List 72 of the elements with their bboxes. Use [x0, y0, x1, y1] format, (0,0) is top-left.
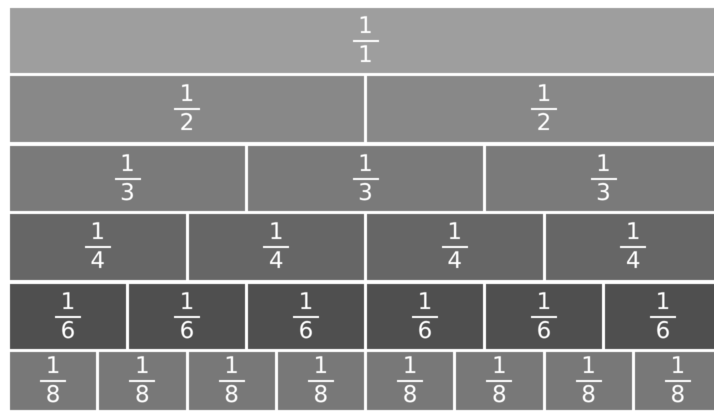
fraction-tile — [486, 284, 602, 349]
numerator: 1 — [314, 354, 328, 379]
denominator: 8 — [492, 383, 507, 408]
denominator: 6 — [536, 318, 552, 344]
numerator: 1 — [358, 14, 373, 38]
denominator: 6 — [418, 318, 432, 344]
fraction-tile — [367, 284, 483, 349]
denominator: 4 — [90, 249, 106, 274]
denominator: 2 — [180, 111, 194, 136]
fraction-tile — [10, 76, 364, 142]
numerator: 1 — [670, 354, 686, 379]
fraction-tile — [10, 146, 245, 211]
fraction-tile — [248, 284, 364, 349]
denominator: 8 — [314, 383, 328, 408]
numerator: 1 — [180, 290, 194, 314]
fraction-tile — [10, 8, 714, 73]
numerator: 1 — [268, 220, 284, 245]
fraction-tile — [10, 352, 96, 410]
fraction-tile — [634, 352, 714, 410]
denominator: 6 — [60, 318, 76, 344]
fraction-tile — [188, 214, 364, 280]
fraction-tile — [546, 214, 714, 280]
denominator: 6 — [656, 318, 670, 344]
denominator: 6 — [180, 318, 194, 344]
numerator: 1 — [626, 220, 641, 245]
denominator: 8 — [224, 383, 239, 408]
numerator: 1 — [180, 82, 194, 107]
numerator: 1 — [90, 220, 106, 245]
fraction-tile — [486, 146, 714, 211]
fraction-tile — [10, 214, 186, 280]
denominator: 3 — [596, 180, 611, 206]
numerator: 1 — [298, 290, 314, 314]
denominator: 1 — [358, 42, 373, 68]
numerator: 1 — [418, 290, 432, 314]
fraction-tile — [367, 214, 542, 280]
fraction-tile — [129, 284, 245, 349]
denominator: 8 — [670, 383, 686, 408]
denominator: 6 — [298, 318, 314, 344]
fraction-tile — [188, 352, 275, 410]
numerator: 1 — [120, 152, 135, 176]
numerator: 1 — [492, 354, 507, 379]
numerator: 1 — [447, 220, 462, 245]
denominator: 2 — [536, 111, 552, 136]
fraction-tile — [10, 284, 126, 349]
numerator: 1 — [224, 354, 239, 379]
fraction-tile — [546, 352, 632, 410]
denominator: 4 — [268, 249, 284, 274]
fraction-tile — [605, 284, 714, 349]
denominator: 4 — [626, 249, 641, 274]
numerator: 1 — [358, 152, 373, 176]
denominator: 8 — [581, 383, 596, 408]
denominator: 3 — [358, 180, 373, 206]
fraction-tile — [99, 352, 186, 410]
numerator: 1 — [402, 354, 418, 379]
denominator: 8 — [402, 383, 418, 408]
fraction-tile — [248, 146, 483, 211]
denominator: 3 — [120, 180, 135, 206]
numerator: 1 — [60, 290, 76, 314]
denominator: 4 — [447, 249, 462, 274]
fraction-tile — [456, 352, 542, 410]
denominator: 8 — [46, 383, 60, 408]
numerator: 1 — [581, 354, 596, 379]
numerator: 1 — [536, 82, 552, 107]
fraction-tile — [367, 352, 454, 410]
denominator: 8 — [135, 383, 150, 408]
fraction-tile — [367, 76, 714, 142]
fraction-tile — [278, 352, 364, 410]
numerator: 1 — [536, 290, 552, 314]
numerator: 1 — [596, 152, 611, 176]
numerator: 1 — [135, 354, 150, 379]
numerator: 1 — [46, 354, 60, 379]
numerator: 1 — [656, 290, 670, 314]
